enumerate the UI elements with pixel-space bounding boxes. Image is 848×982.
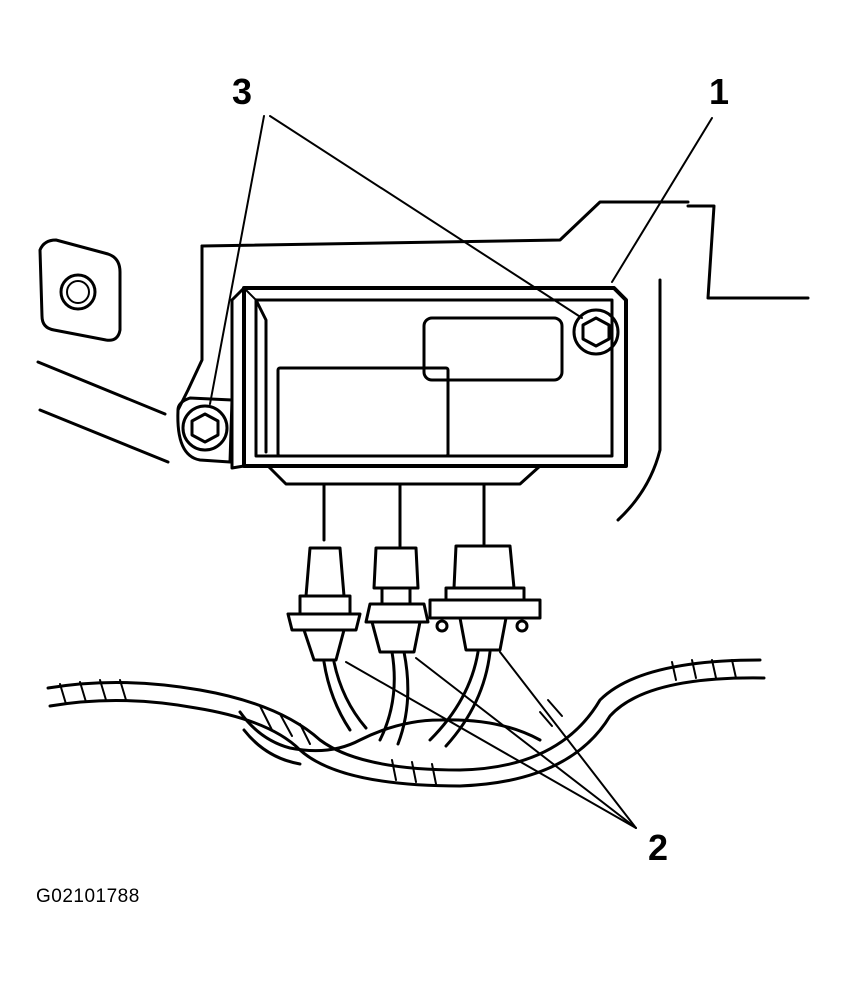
mounting-bolt-right — [572, 308, 620, 356]
figure-code: G02101788 — [36, 886, 140, 907]
connector-leads — [322, 482, 486, 548]
callout-1: 1 — [709, 71, 730, 112]
callout-2: 2 — [648, 827, 669, 868]
connector-middle — [364, 546, 430, 654]
connector-left — [286, 546, 362, 662]
wiring-harness — [46, 650, 766, 788]
connector-right — [428, 544, 542, 652]
leader-lines — [209, 115, 713, 829]
control-module — [230, 286, 628, 486]
mounting-bolt-left — [176, 396, 234, 464]
callout-3: 3 — [232, 71, 253, 112]
